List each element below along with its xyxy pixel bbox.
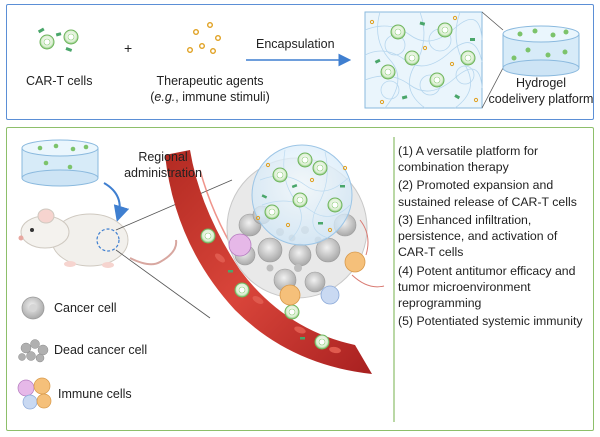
- administration-hydrogel-icon: [21, 139, 99, 187]
- benefit-item: (2) Promoted expansion and sustained rel…: [398, 178, 577, 209]
- zoom-line: [115, 179, 233, 231]
- hydrogel-cylinder-icon: [502, 25, 580, 77]
- regional-line1: Regional: [138, 150, 188, 164]
- hydrogel-line2: codelivery platform: [488, 91, 594, 106]
- immune-cells-legend-label: Immune cells: [58, 387, 132, 401]
- benefit-item: (5) Potentiated systemic immunity: [398, 314, 583, 329]
- therapeutic-agents-icon: [186, 22, 221, 55]
- encapsulation-label: Encapsulation: [256, 37, 335, 51]
- dead-cancer-cell-legend-icon: [18, 339, 49, 363]
- dead-cancer-cell-legend-label: Dead cancer cell: [54, 343, 148, 357]
- zoom-line: [481, 67, 504, 109]
- tumor-illustration: [226, 144, 385, 306]
- immune-cells-legend-icon: [17, 377, 52, 410]
- hydrogel-network-icon: [364, 11, 483, 109]
- plus-sign: +: [124, 40, 133, 56]
- therapeutic-agents-label: Therapeutic agents (e.g., immune stimuli…: [150, 74, 270, 105]
- zoom-line: [481, 11, 504, 31]
- regional-line2: administration: [124, 165, 202, 180]
- bottom-panel: [6, 127, 594, 431]
- cancer-cell-legend-label: Cancer cell: [54, 301, 117, 315]
- mouse-illustration: [18, 208, 178, 268]
- car-t-cells-icon: [37, 27, 79, 52]
- administration-arrow: [103, 182, 130, 222]
- hydrogel-label: Hydrogel codelivery platform: [486, 76, 596, 107]
- top-panel: [6, 4, 594, 120]
- benefits-list: (1) A versatile platform for combination…: [398, 143, 590, 331]
- hydrogel-line1: Hydrogel: [515, 76, 567, 90]
- therapeutic-agents-line1: Therapeutic agents: [156, 74, 264, 88]
- car-t-cells-label: CAR-T cells: [26, 74, 93, 88]
- zoom-line: [115, 249, 211, 319]
- cancer-cell-legend-icon: [21, 296, 45, 320]
- benefit-item: (4) Potent antitumor efficacy and tumor …: [398, 263, 576, 310]
- benefit-item: (3) Enhanced infiltration, persistence, …: [398, 212, 558, 260]
- therapeutic-agents-line2: (e.g., immune stimuli): [150, 89, 270, 104]
- benefit-item: (1) A versatile platform for combination…: [398, 144, 539, 175]
- regional-administration-label: Regional administration: [118, 150, 208, 181]
